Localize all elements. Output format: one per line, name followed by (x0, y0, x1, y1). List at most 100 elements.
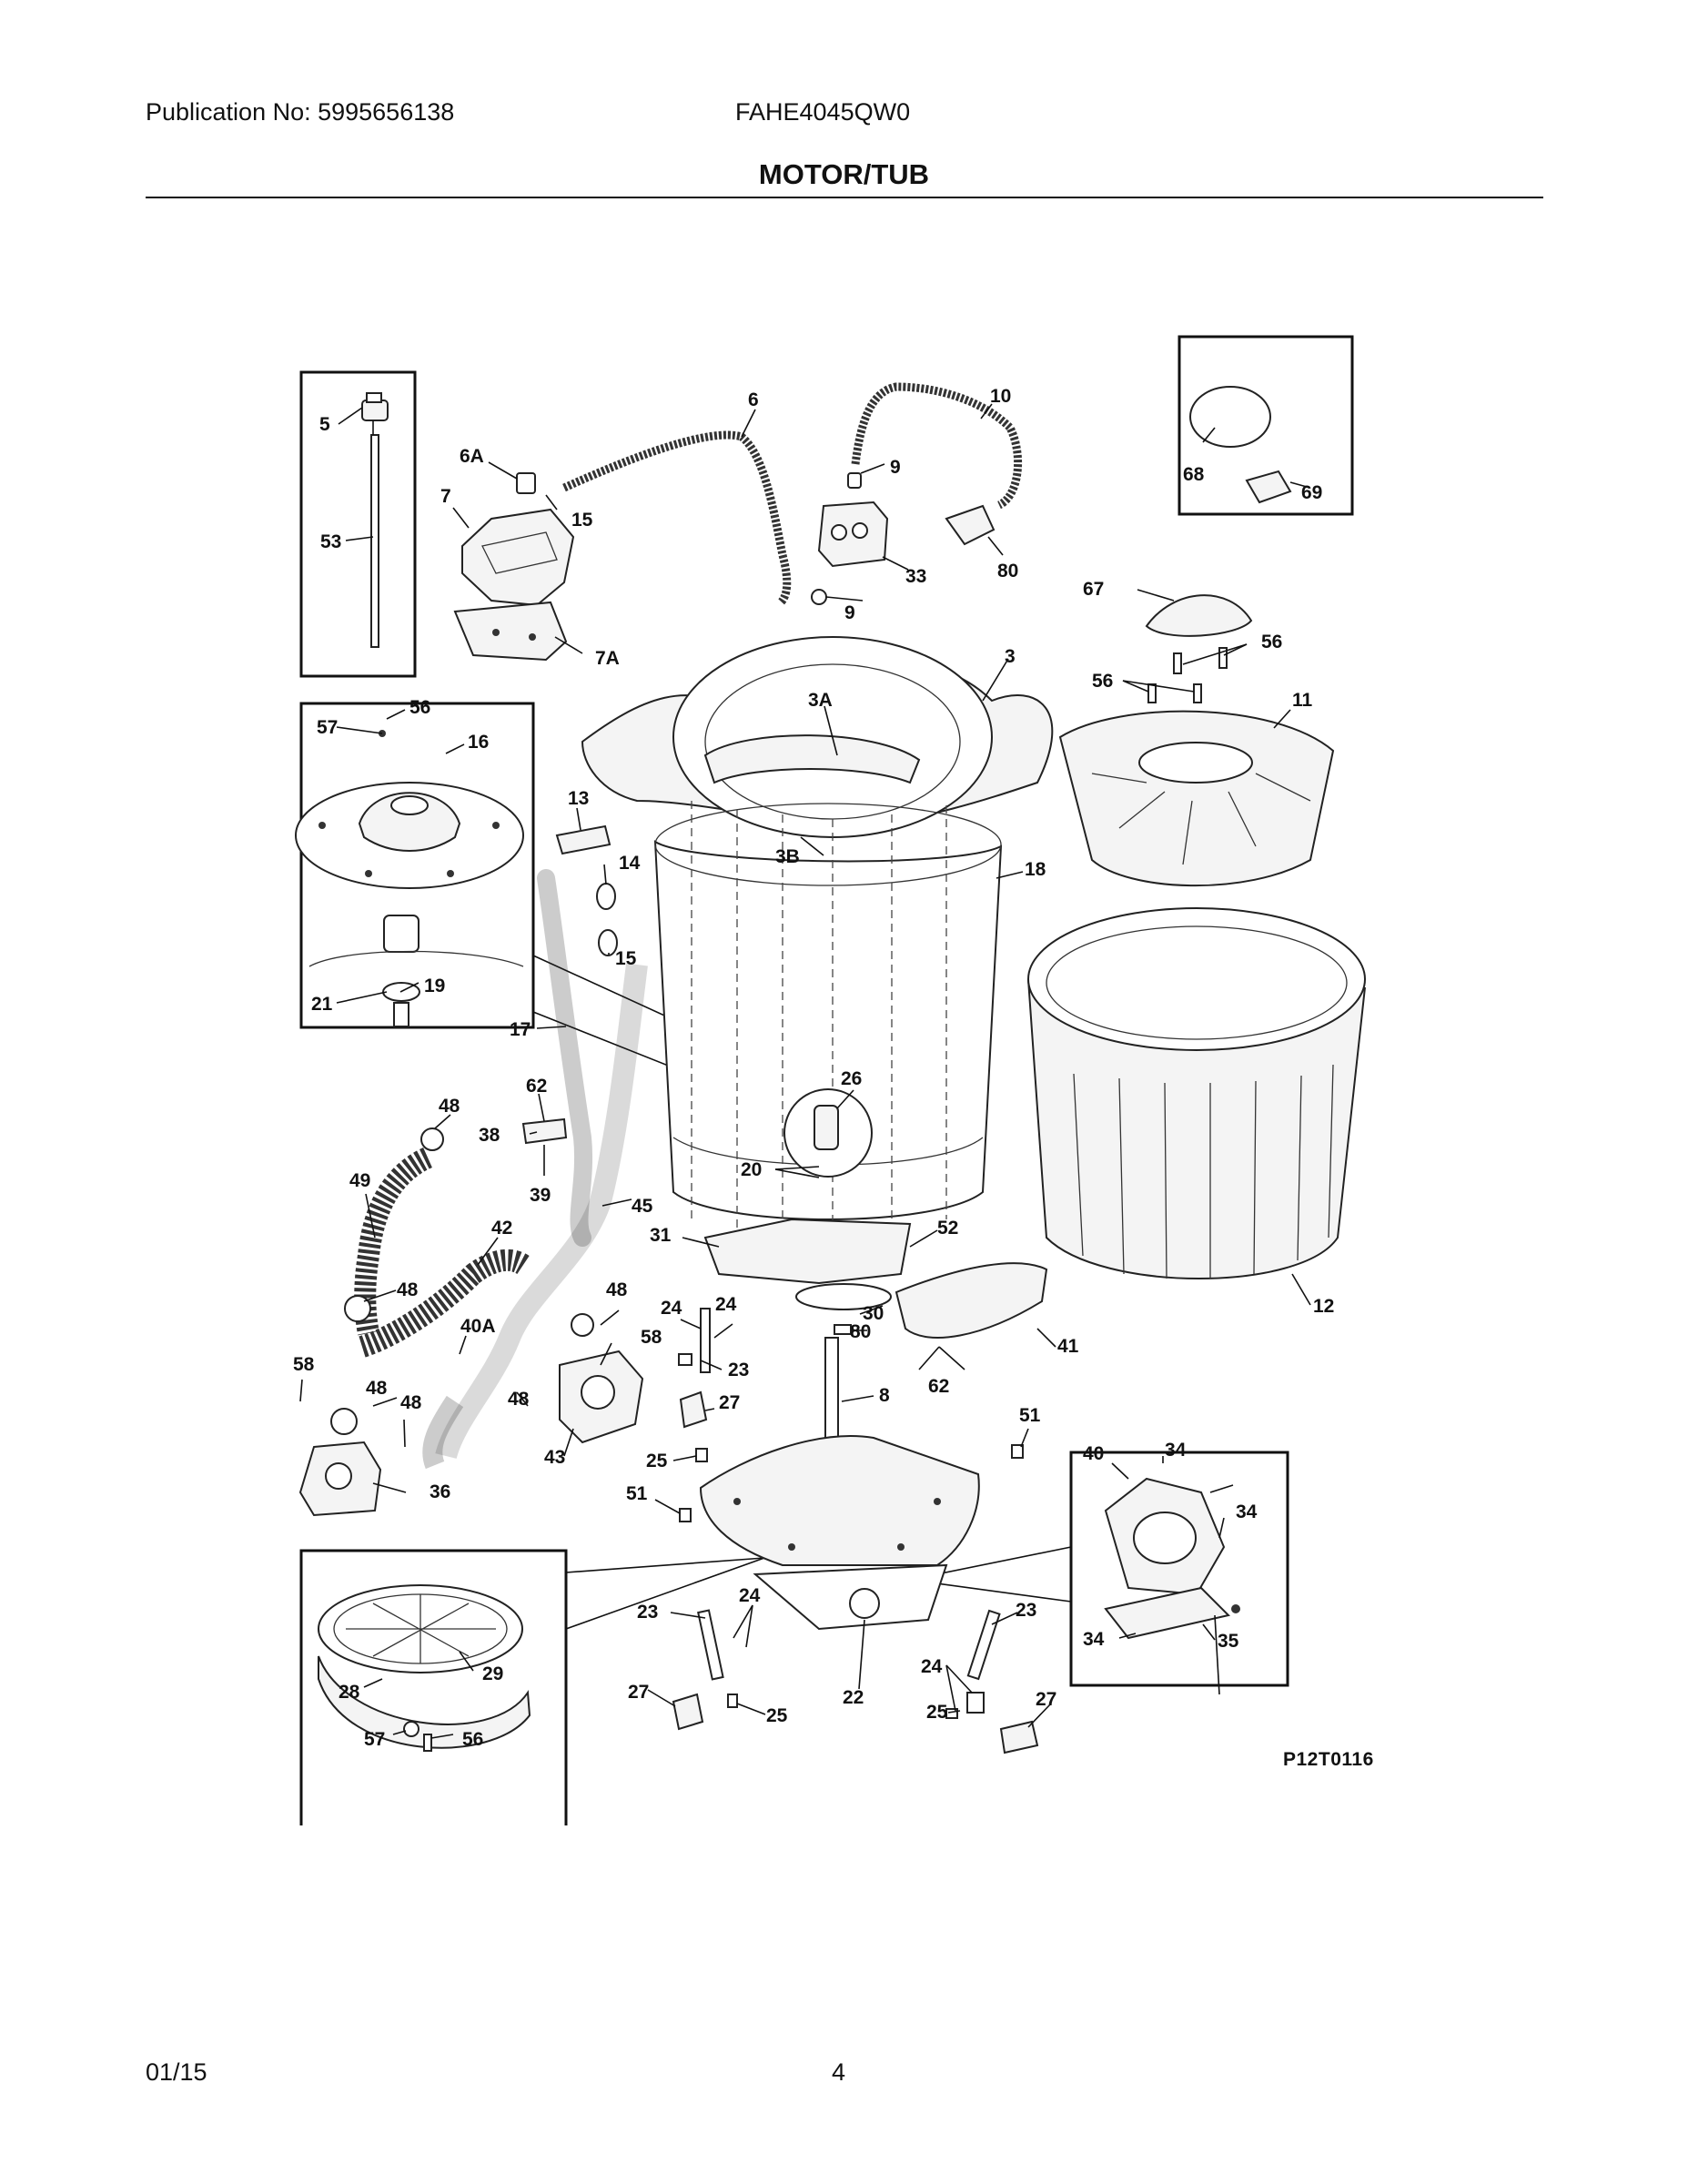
damper-pad-part (679, 1390, 708, 1429)
label-40: 40 (1083, 1443, 1104, 1464)
label-30: 30 (863, 1303, 884, 1324)
label-9: 9 (890, 457, 901, 478)
inlet-hose-part (562, 430, 792, 606)
screw-part (679, 1508, 692, 1522)
clamp-part (420, 1127, 444, 1151)
label-27: 27 (628, 1682, 649, 1703)
pulley-belt-part (318, 1584, 531, 1752)
inset-box-motor (1069, 1451, 1289, 1687)
label-51: 51 (1019, 1405, 1041, 1426)
clamp-part (344, 1295, 371, 1322)
label-33: 33 (905, 566, 926, 587)
label-7: 7 (440, 486, 451, 507)
label-31: 31 (650, 1225, 672, 1246)
publication-number: Publication No: 5995656138 (146, 98, 455, 126)
label-21: 21 (311, 994, 333, 1015)
outer-tub-part (653, 803, 1003, 1220)
label-16: 16 (468, 732, 489, 753)
pump-hose-part (359, 1249, 530, 1358)
label-42: 42 (491, 1218, 512, 1239)
label-10: 10 (990, 386, 1011, 407)
label-48: 48 (366, 1378, 388, 1399)
label-24: 24 (715, 1294, 737, 1315)
inset-box-level-sensor (299, 370, 417, 678)
label-48: 48 (439, 1096, 460, 1117)
drain-hose-part (537, 869, 593, 1247)
label-25: 25 (766, 1705, 788, 1726)
label-35: 35 (1218, 1631, 1239, 1652)
label-80: 80 (997, 561, 1018, 581)
label-24: 24 (661, 1298, 682, 1319)
label-45: 45 (632, 1196, 653, 1217)
label-26: 26 (841, 1068, 862, 1089)
drain-valve-part (559, 1350, 644, 1444)
label-9: 9 (844, 602, 855, 623)
label-23: 23 (637, 1602, 658, 1623)
wash-basket-part (1027, 907, 1366, 1279)
label-25: 25 (926, 1702, 948, 1723)
label-57: 57 (317, 717, 338, 738)
tub-bottom-part (295, 730, 524, 1027)
fill-funnel-part (453, 472, 575, 662)
label-48: 48 (508, 1389, 530, 1410)
label-6a: 6A (460, 446, 484, 467)
water-valve-part (811, 472, 889, 605)
warning-label-part (1189, 386, 1271, 448)
tub-bracket-part (555, 824, 612, 855)
header-rule (146, 197, 1543, 198)
page-title: MOTOR/TUB (758, 158, 930, 190)
wire-harness-part (851, 382, 1023, 510)
part-number-labels: 5 53 6A 7 15 7A 6 10 9 9 33 80 68 69 67 … (293, 386, 1334, 1750)
label-43: 43 (544, 1447, 565, 1468)
label-69: 69 (1301, 482, 1322, 503)
label-56: 56 (462, 1729, 483, 1750)
label-49: 49 (349, 1170, 370, 1191)
assembly-guide-lines (691, 801, 947, 1242)
callout-line (565, 1557, 765, 1630)
label-28: 28 (339, 1682, 360, 1703)
label-5: 5 (319, 414, 330, 435)
sump-hose-part (354, 1148, 433, 1336)
inset-box-pulley-belt (299, 1549, 568, 1825)
label-3b: 3B (775, 846, 800, 867)
motor-shield-part (895, 1262, 1048, 1339)
label-14: 14 (619, 853, 641, 874)
drain-hose-long-part (435, 963, 648, 1460)
label-20: 20 (741, 1159, 762, 1180)
label-15: 15 (571, 510, 593, 531)
callout-line (565, 1557, 765, 1573)
tub-cover-part (581, 636, 1054, 838)
clamp-part (598, 929, 618, 956)
label-25: 25 (646, 1451, 668, 1471)
label-3: 3 (1005, 646, 1016, 667)
label-18: 18 (1025, 859, 1046, 880)
label-56: 56 (1261, 632, 1282, 652)
label-34: 34 (1236, 1502, 1258, 1522)
label-41: 41 (1057, 1336, 1079, 1357)
suspension-base-part (699, 1435, 980, 1631)
label-58: 58 (293, 1354, 315, 1375)
label-40a: 40A (460, 1316, 496, 1337)
hose-clamp-part (1245, 470, 1292, 504)
drain-pump-part (298, 1441, 382, 1517)
seal-washer-part (795, 1283, 892, 1310)
label-57: 57 (364, 1729, 385, 1750)
label-19: 19 (424, 976, 445, 996)
diagram-code: P12T0116 (1283, 1749, 1374, 1770)
harness-connector-part (945, 504, 996, 546)
model-number: FAHE4045QW0 (735, 98, 911, 126)
inset-box-bearing-detail (299, 702, 535, 1029)
label-48: 48 (606, 1279, 628, 1300)
nut-part (945, 1708, 958, 1719)
mounting-bracket-part (703, 1218, 912, 1285)
label-34: 34 (1165, 1440, 1187, 1461)
label-48: 48 (400, 1392, 422, 1413)
agitator-part (1058, 647, 1335, 887)
label-13: 13 (568, 788, 589, 809)
leader-lines (299, 403, 1311, 1739)
label-6: 6 (748, 389, 759, 410)
label-34: 34 (1083, 1629, 1105, 1650)
inset-box-label-clamp (1178, 335, 1354, 516)
label-62: 62 (526, 1076, 547, 1097)
